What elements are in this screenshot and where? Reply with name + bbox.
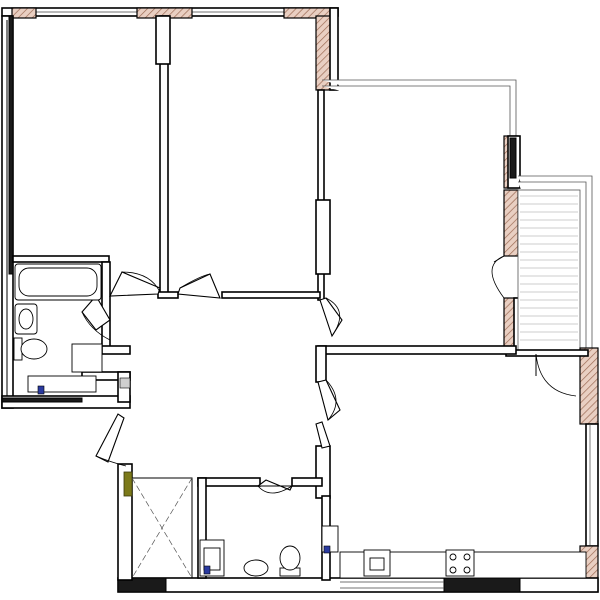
cooktop [445,549,475,577]
hall-tile [119,377,131,389]
bathroom-fixtures [13,263,103,395]
toilet-fixtures [199,525,339,577]
glazing-living [322,79,521,353]
bottom-wall [117,577,599,593]
doors [81,255,577,494]
kitchen-fixtures [339,549,587,579]
balcony [517,175,593,351]
washbasin-2 [243,559,269,577]
accent-panel [123,471,133,497]
exterior-walls [1,7,339,409]
washing-machine [71,343,103,373]
wardrobe [123,471,193,579]
